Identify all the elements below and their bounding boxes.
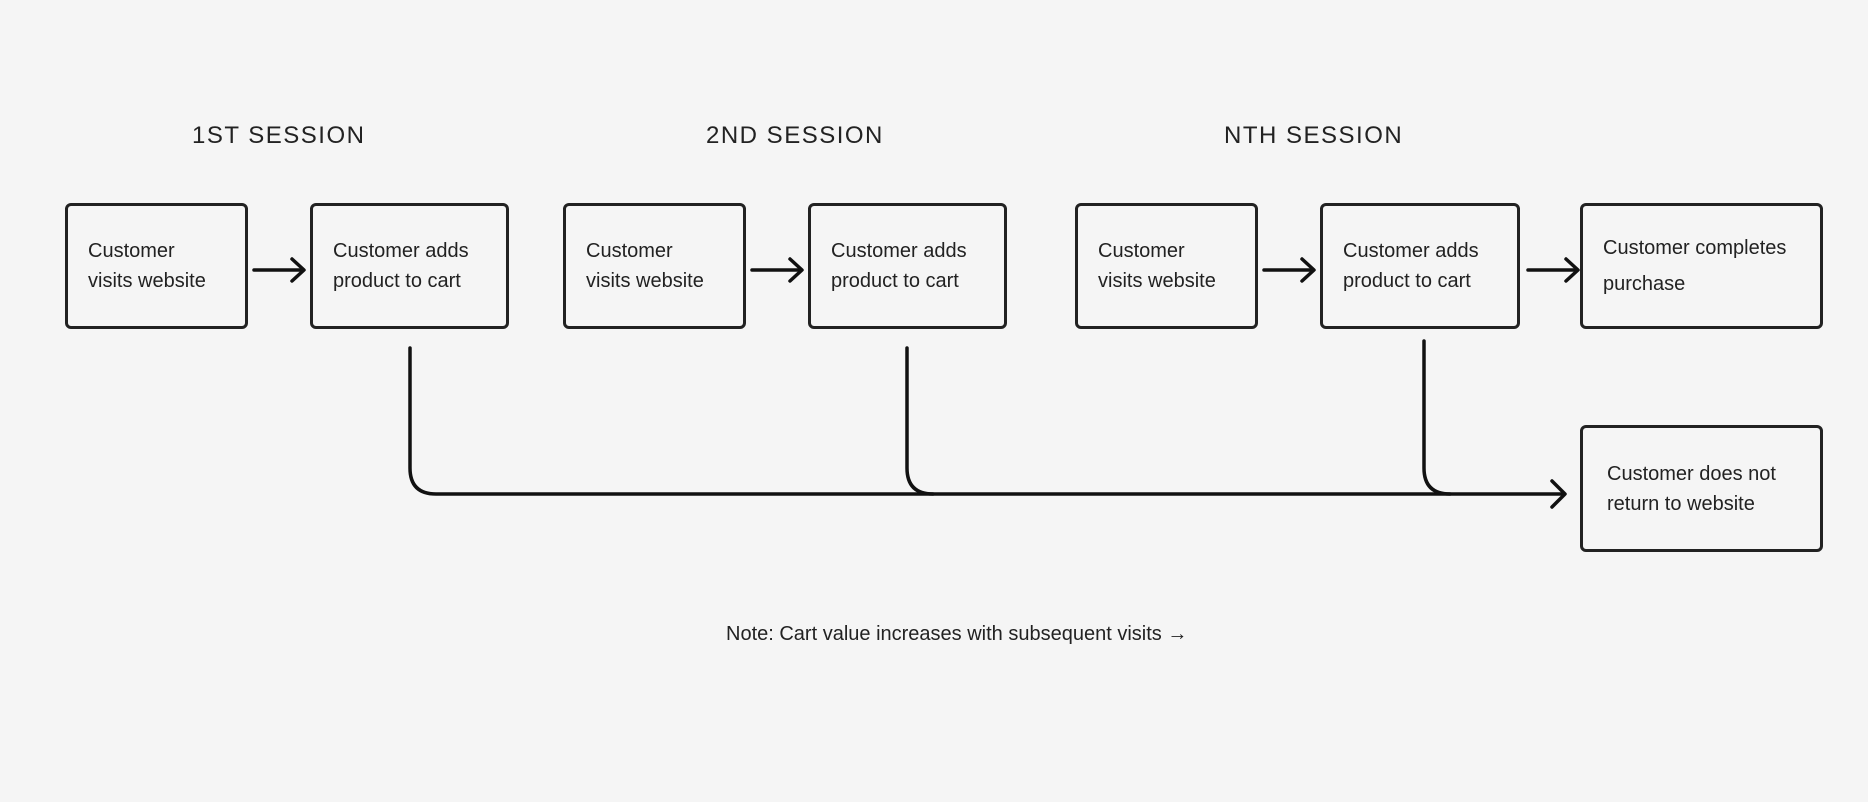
arrow-visit2-to-cart2: [750, 257, 804, 283]
box-visit-1st: Customer visits website: [65, 203, 248, 329]
box-cart-1st: Customer adds product to cart: [310, 203, 509, 329]
connector-cart2-dropoff: [905, 346, 935, 496]
box-cart-nth: Customer adds product to cart: [1320, 203, 1520, 329]
arrowhead-to-no-return: [1550, 479, 1567, 509]
box-visit-1st-label: Customer visits website: [88, 240, 206, 292]
connector-cart1-dropoff: [408, 346, 1564, 496]
cart-value-note: Note: Cart value increases with subseque…: [726, 623, 1188, 645]
arrow-cartn-to-purchase: [1526, 257, 1580, 283]
session-label-2nd: 2ND SESSION: [706, 122, 884, 149]
box-does-not-return-label: Customer does not return to website: [1607, 462, 1776, 515]
box-visit-nth: Customer visits website: [1075, 203, 1258, 329]
session-label-1st: 1ST SESSION: [192, 122, 366, 149]
box-completes-purchase: Customer completes purchase: [1580, 203, 1823, 329]
box-cart-1st-label: Customer adds product to cart: [333, 240, 469, 292]
session-label-nth: NTH SESSION: [1224, 122, 1404, 149]
box-visit-2nd: Customer visits website: [563, 203, 746, 329]
box-visit-nth-label: Customer visits website: [1098, 240, 1216, 292]
connector-cartn-dropoff: [1422, 339, 1452, 496]
box-cart-2nd-label: Customer adds product to cart: [831, 240, 967, 292]
box-does-not-return: Customer does not return to website: [1580, 425, 1823, 552]
box-completes-purchase-label: Customer completes purchase: [1603, 237, 1787, 295]
arrow-visit1-to-cart1: [252, 257, 306, 283]
box-cart-nth-label: Customer adds product to cart: [1343, 240, 1479, 292]
box-cart-2nd: Customer adds product to cart: [808, 203, 1007, 329]
arrow-visitn-to-cartn: [1262, 257, 1316, 283]
box-visit-2nd-label: Customer visits website: [586, 240, 704, 292]
